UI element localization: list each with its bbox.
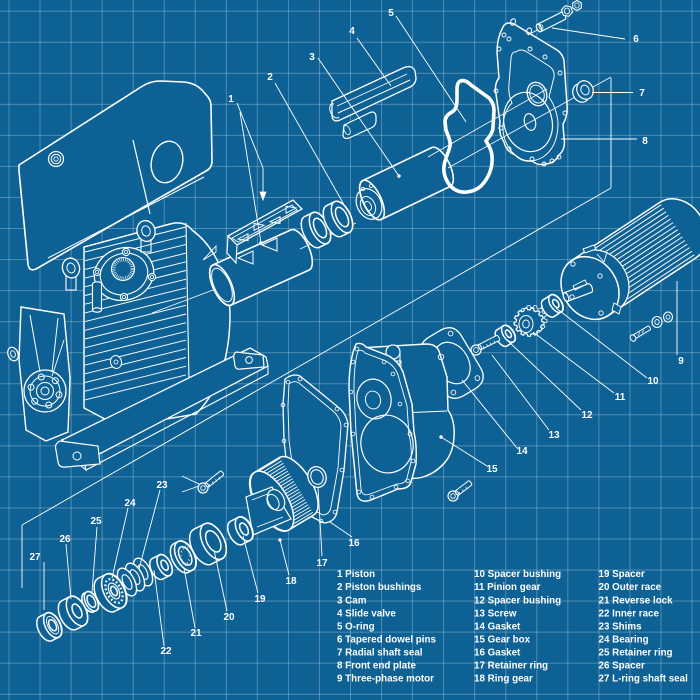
svg-text:26 Spacer: 26 Spacer <box>599 661 645 672</box>
svg-text:14: 14 <box>516 446 528 457</box>
svg-text:19 Spacer: 19 Spacer <box>599 569 645 580</box>
svg-text:14 Gasket: 14 Gasket <box>474 621 521 632</box>
svg-text:18: 18 <box>285 576 297 587</box>
svg-text:27 L-ring shaft seal: 27 L-ring shaft seal <box>599 674 689 685</box>
svg-text:5 O-ring: 5 O-ring <box>337 621 375 632</box>
svg-text:19: 19 <box>254 594 266 605</box>
svg-text:5: 5 <box>388 8 394 19</box>
svg-text:25 Retainer ring: 25 Retainer ring <box>599 648 673 659</box>
svg-text:25: 25 <box>90 516 102 527</box>
svg-text:22: 22 <box>160 646 172 657</box>
svg-text:8: 8 <box>642 136 648 147</box>
svg-text:15: 15 <box>486 464 498 475</box>
svg-text:3: 3 <box>309 52 315 63</box>
svg-text:1 Piston: 1 Piston <box>337 569 375 580</box>
svg-text:10: 10 <box>647 376 659 387</box>
svg-text:24 Bearing: 24 Bearing <box>599 635 649 646</box>
svg-text:4: 4 <box>349 26 355 37</box>
svg-text:24: 24 <box>124 498 136 509</box>
svg-text:12 Spacer bushing: 12 Spacer bushing <box>474 595 561 606</box>
svg-text:21 Reverse lock: 21 Reverse lock <box>599 595 674 606</box>
svg-text:2: 2 <box>267 72 273 83</box>
svg-text:16: 16 <box>348 538 360 549</box>
svg-text:21: 21 <box>190 628 202 639</box>
svg-text:13: 13 <box>548 430 560 441</box>
svg-text:9: 9 <box>678 356 684 367</box>
svg-text:2 Piston bushings: 2 Piston bushings <box>337 582 422 593</box>
svg-text:15 Gear box: 15 Gear box <box>474 635 531 646</box>
svg-text:26: 26 <box>59 534 71 545</box>
svg-text:8 Front end plate: 8 Front end plate <box>337 661 416 672</box>
svg-text:12: 12 <box>581 410 593 421</box>
svg-text:17 Retainer ring: 17 Retainer ring <box>474 661 548 672</box>
svg-text:27: 27 <box>29 552 41 563</box>
svg-text:7: 7 <box>639 88 645 99</box>
svg-text:13 Screw: 13 Screw <box>474 608 517 619</box>
svg-text:6: 6 <box>633 34 639 45</box>
svg-text:11: 11 <box>615 392 626 403</box>
svg-text:23: 23 <box>156 480 168 491</box>
svg-text:9 Three-phase motor: 9 Three-phase motor <box>337 674 434 685</box>
svg-text:1: 1 <box>228 94 234 105</box>
svg-text:20 Outer race: 20 Outer race <box>599 582 662 593</box>
svg-text:10 Spacer bushing: 10 Spacer bushing <box>474 569 561 580</box>
svg-text:18 Ring gear: 18 Ring gear <box>474 674 533 685</box>
svg-text:6 Tapered dowel pins: 6 Tapered dowel pins <box>337 635 436 646</box>
svg-text:17: 17 <box>316 558 328 569</box>
svg-text:4 Slide valve: 4 Slide valve <box>337 608 396 619</box>
svg-text:7 Radial shaft seal: 7 Radial shaft seal <box>337 648 423 659</box>
svg-text:23 Shims: 23 Shims <box>599 621 643 632</box>
svg-text:16 Gasket: 16 Gasket <box>474 648 521 659</box>
svg-text:20: 20 <box>223 612 235 623</box>
svg-text:3 Cam: 3 Cam <box>337 595 367 606</box>
svg-text:11 Pinion gear: 11 Pinion gear <box>474 582 541 593</box>
svg-text:22 Inner race: 22 Inner race <box>599 608 660 619</box>
